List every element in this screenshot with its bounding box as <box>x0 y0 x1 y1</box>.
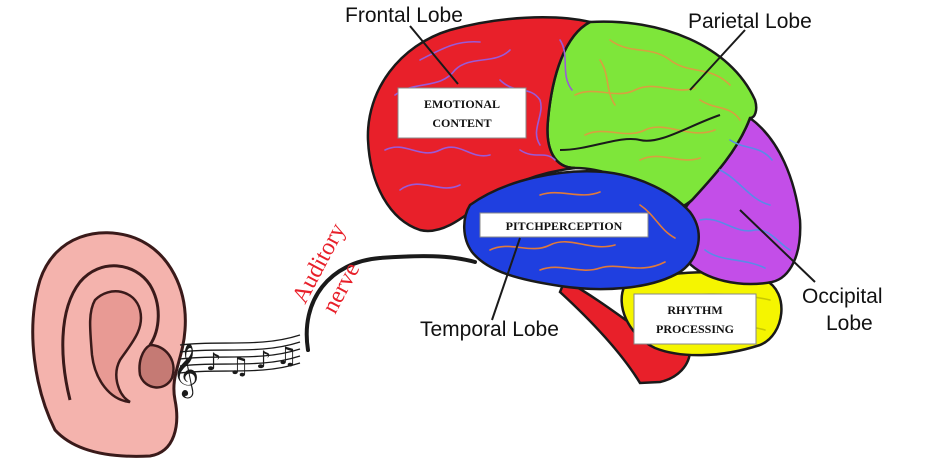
leader-lines <box>409 25 816 321</box>
emotional-content-line2: CONTENT <box>432 116 491 130</box>
temporal-folds <box>489 191 676 271</box>
music-staff <box>179 334 301 374</box>
music-note-icon: ♪ <box>206 348 221 376</box>
ear-helix-inner <box>61 264 160 401</box>
music-note-icon: ♫ <box>228 352 250 380</box>
emotional-content-line1: EMOTIONAL <box>424 97 500 111</box>
brainstem <box>558 278 692 385</box>
music-note-icon: ♫ <box>276 342 298 370</box>
treble-clef-icon: 𝄞 <box>172 342 199 398</box>
central-sulcus <box>559 114 721 151</box>
parietal-lobe-label: Parietal Lobe <box>688 10 812 33</box>
rhythm-processing-line2: PROCESSING <box>656 322 734 336</box>
frontal-lobe-label: Frontal Lobe <box>345 4 463 27</box>
auditory-nerve-line <box>304 254 477 352</box>
ear-canal <box>138 343 175 389</box>
ear <box>31 231 187 458</box>
music-notes: ♪ ♫ ♪ ♫ <box>206 342 298 380</box>
pitch-perception-label: PITCHPERCEPTION <box>506 219 623 233</box>
ear-antihelix <box>88 290 143 404</box>
parietal-folds <box>574 39 741 161</box>
temporal-lobe-label: Temporal Lobe <box>420 318 559 341</box>
occipital-lobe-label-line2: Lobe <box>826 312 873 335</box>
frontal-folds <box>384 39 573 191</box>
music-note-icon: ♪ <box>256 346 271 374</box>
pitch-perception-box: PITCHPERCEPTION <box>479 212 649 238</box>
occipital-lobe-label-line1: Occipital <box>802 285 883 308</box>
rhythm-processing-box: RHYTHM PROCESSING <box>633 293 757 345</box>
rhythm-processing-line1: RHYTHM <box>667 303 722 317</box>
occipital-folds <box>699 139 791 269</box>
emotional-content-box: EMOTIONAL CONTENT <box>397 87 527 139</box>
